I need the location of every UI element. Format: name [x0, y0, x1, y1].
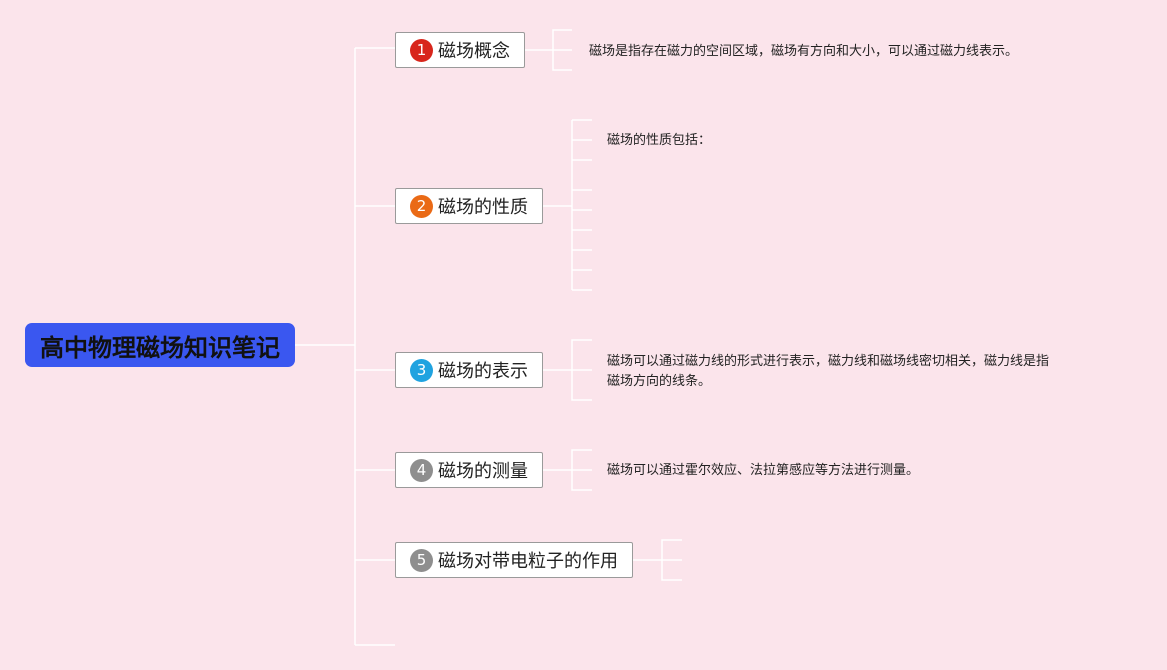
topic-node-5[interactable]: 5 磁场对带电粒子的作用 — [395, 542, 633, 578]
number-badge-1: 1 — [410, 38, 433, 62]
root-topic[interactable]: 高中物理磁场知识笔记 — [25, 323, 295, 367]
topic-node-4[interactable]: 4 磁场的测量 — [395, 452, 543, 488]
topic-label-3: 磁场的表示 — [438, 361, 528, 382]
topic-desc-4[interactable]: 磁场可以通过霍尔效应、法拉第感应等方法进行测量。 — [607, 461, 919, 481]
topic-desc-2[interactable]: 磁场的性质包括： — [607, 131, 711, 151]
number-badge-4: 4 — [410, 458, 433, 482]
topic-node-2[interactable]: 2 磁场的性质 — [395, 188, 543, 224]
topic-desc-1[interactable]: 磁场是指存在磁力的空间区域，磁场有方向和大小，可以通过磁力线表示。 — [589, 42, 1018, 62]
number-badge-3: 3 — [410, 358, 433, 382]
number-badge-2: 2 — [410, 194, 433, 218]
topic-desc-3[interactable]: 磁场可以通过磁力线的形式进行表示，磁力线和磁场线密切相关，磁力线是指 磁场方向的… — [607, 352, 1049, 392]
desc-line: 磁场可以通过霍尔效应、法拉第感应等方法进行测量。 — [607, 463, 920, 478]
number-badge-5: 5 — [410, 548, 433, 572]
root-title: 高中物理磁场知识笔记 — [40, 333, 280, 362]
desc-line: 磁场是指存在磁力的空间区域，磁场有方向和大小，可以通过磁力线表示。 — [589, 44, 1019, 59]
topic-label-4: 磁场的测量 — [438, 461, 528, 482]
topic-label-1: 磁场概念 — [438, 41, 510, 62]
topic-label-2: 磁场的性质 — [438, 197, 528, 218]
topic-node-1[interactable]: 1 磁场概念 — [395, 32, 525, 68]
desc-line: 磁场的性质包括： — [607, 133, 712, 148]
desc-line: 磁场可以通过磁力线的形式进行表示，磁力线和磁场线密切相关，磁力线是指 — [607, 354, 1050, 369]
topic-node-3[interactable]: 3 磁场的表示 — [395, 352, 543, 388]
topic-label-5: 磁场对带电粒子的作用 — [438, 551, 618, 572]
desc-line: 磁场方向的线条。 — [607, 374, 712, 389]
